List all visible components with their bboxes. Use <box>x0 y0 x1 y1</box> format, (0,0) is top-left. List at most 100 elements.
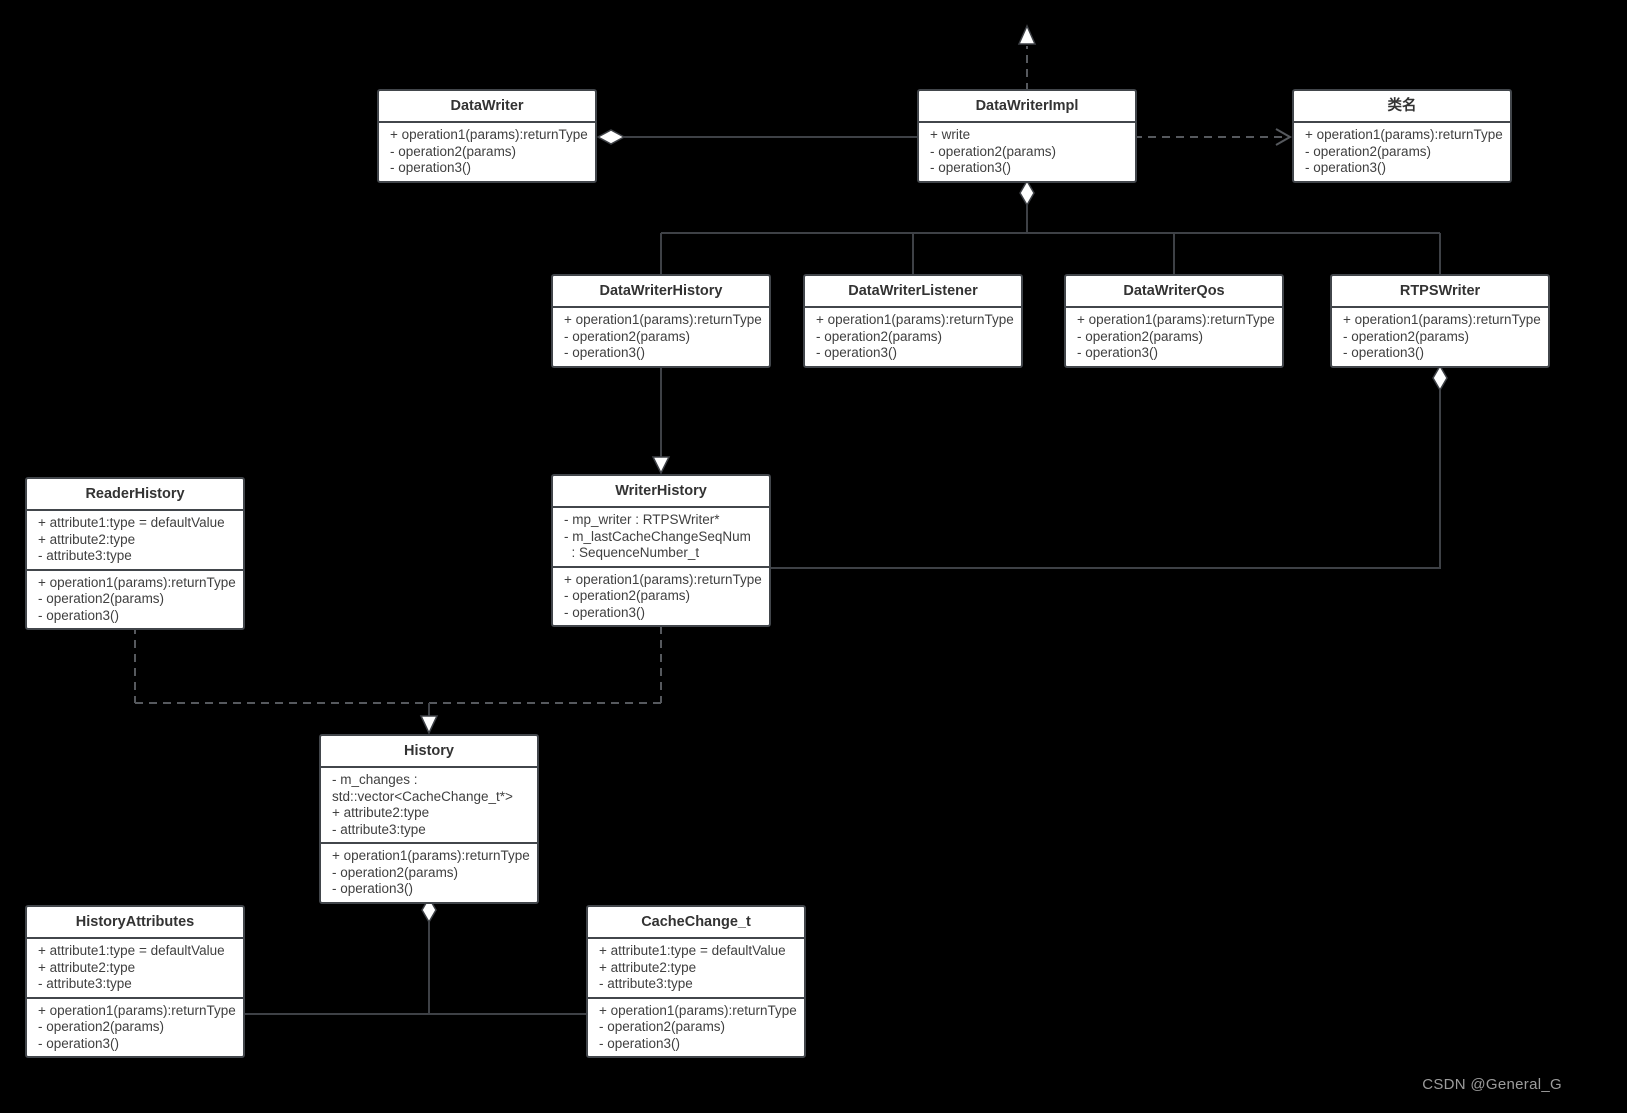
member-line: + operation1(params):returnType <box>1077 312 1275 327</box>
member-line: - operation2(params) <box>564 588 691 603</box>
diamond-icon <box>596 129 626 145</box>
diamond-icon <box>1432 364 1448 392</box>
member-line: - operation2(params) <box>816 328 943 344</box>
realization-junction-history <box>134 612 662 735</box>
member-line: + attribute2:type <box>332 805 430 820</box>
class-title: DataWriterImpl <box>919 91 1135 123</box>
class-operations: + operation1(params):returnType- operati… <box>1332 308 1548 366</box>
member-line: - mp_writer : RTPSWriter* <box>564 512 720 527</box>
member-line: + operation1(params):returnType <box>816 312 1014 327</box>
member-line: + attribute1:type = defaultValue <box>38 943 225 958</box>
class-attributes: - m_changes :std::vector<CacheChange_t*>… <box>321 768 537 842</box>
member-line: - operation2(params) <box>599 1019 726 1034</box>
member-line: + attribute2:type <box>38 531 136 547</box>
member-line: - operation2(params) <box>38 1019 165 1034</box>
aggregation-datawriter-datawriterimpl <box>596 129 920 145</box>
aggregation-history-children <box>240 896 592 1015</box>
class-operations: + operation1(params):returnType- operati… <box>1294 123 1510 181</box>
member-line: - attribute3:type <box>332 821 426 837</box>
member-line: + operation1(params):returnType <box>1343 312 1541 327</box>
member-line: + operation1(params):returnType <box>1305 127 1503 142</box>
csdn-watermark: CSDN @General_G <box>1422 1076 1562 1093</box>
member-line: + operation1(params):returnType <box>564 312 762 327</box>
composition-datawriterimpl-children <box>660 179 1441 278</box>
class-attributes: + attribute1:type = defaultValue+ attrib… <box>27 939 243 997</box>
member-line: - m_lastCacheChangeSeqNum <box>564 528 751 544</box>
member-line: + operation1(params):returnType <box>390 127 588 142</box>
member-line: - attribute3:type <box>38 548 132 563</box>
class-title: DataWriter <box>379 91 595 123</box>
class-operations: + operation1(params):returnType- operati… <box>805 308 1021 366</box>
member-line: - m_changes : <box>332 772 418 787</box>
class-operations: + operation1(params):returnType- operati… <box>553 308 769 366</box>
class-title: 类名 <box>1294 91 1510 123</box>
member-line: + operation1(params):returnType <box>38 1002 236 1018</box>
dependency-datawriterimpl-classname <box>1134 128 1293 146</box>
member-line: - operation3() <box>1077 345 1159 360</box>
member-line: - operation3() <box>816 345 898 360</box>
class-title: DataWriterListener <box>805 276 1021 308</box>
member-line: - operation2(params) <box>38 591 165 606</box>
member-line: - operation3() <box>1305 160 1387 175</box>
class-title: HistoryAttributes <box>27 907 243 939</box>
member-line: + attribute2:type <box>38 959 136 975</box>
class-attributes: + attribute1:type = defaultValue+ attrib… <box>27 511 243 569</box>
class-historyattributes: HistoryAttributes + attribute1:type = de… <box>25 905 245 1058</box>
triangle-down-icon <box>419 715 439 735</box>
member-line: - operation3() <box>38 607 120 623</box>
class-datawriterqos: DataWriterQos + operation1(params):retur… <box>1064 274 1284 368</box>
class-operations: + write- operation2(params)- operation3(… <box>919 123 1135 181</box>
member-line: - operation3() <box>38 1035 120 1051</box>
member-line: - operation3() <box>930 160 1012 175</box>
member-line: - operation2(params) <box>930 143 1057 159</box>
member-line: - operation2(params) <box>1305 143 1432 159</box>
member-line: + write <box>930 127 971 142</box>
member-line: - operation2(params) <box>1077 328 1204 344</box>
class-operations: + operation1(params):returnType- operati… <box>27 996 243 1057</box>
class-attributes: + attribute1:type = defaultValue+ attrib… <box>588 939 804 997</box>
member-line: - operation2(params) <box>1343 328 1470 344</box>
member-line: - operation3() <box>332 881 414 896</box>
member-line: - operation2(params) <box>564 328 691 344</box>
class-operations: + operation1(params):returnType- operati… <box>379 123 595 181</box>
member-line: + operation1(params):returnType <box>564 571 762 587</box>
class-operations: + operation1(params):returnType- operati… <box>588 996 804 1057</box>
member-line: + attribute2:type <box>599 959 697 975</box>
member-line: + operation1(params):returnType <box>599 1002 797 1018</box>
class-title: ReaderHistory <box>27 479 243 511</box>
class-datawriterimpl: DataWriterImpl + write- operation2(param… <box>917 89 1137 183</box>
member-line: - operation3() <box>564 604 646 620</box>
class-datawriterhistory: DataWriterHistory + operation1(params):r… <box>551 274 771 368</box>
member-line: - attribute3:type <box>38 976 132 991</box>
class-operations: + operation1(params):returnType- operati… <box>321 842 537 902</box>
member-line: std::vector<CacheChange_t*> <box>332 788 513 804</box>
class-title: DataWriterHistory <box>553 276 769 308</box>
class-rtpswriter: RTPSWriter + operation1(params):returnTy… <box>1330 274 1550 368</box>
class-operations: + operation1(params):returnType- operati… <box>1066 308 1282 366</box>
member-line: - operation3() <box>599 1035 681 1051</box>
member-line: - operation2(params) <box>332 864 459 880</box>
member-line: + attribute1:type = defaultValue <box>38 515 225 530</box>
realization-arrow-up <box>1017 24 1037 91</box>
class-title: RTPSWriter <box>1332 276 1548 308</box>
class-readerhistory: ReaderHistory + attribute1:type = defaul… <box>25 477 245 630</box>
class-datawriterlistener: DataWriterListener + operation1(params):… <box>803 274 1023 368</box>
member-line: - operation3() <box>1343 345 1425 360</box>
member-line: : SequenceNumber_t <box>564 545 700 560</box>
class-operations: + operation1(params):returnType- operati… <box>553 565 769 626</box>
class-title: CacheChange_t <box>588 907 804 939</box>
member-line: - operation2(params) <box>390 143 517 159</box>
member-line: + operation1(params):returnType <box>332 848 530 863</box>
class-title: DataWriterQos <box>1066 276 1282 308</box>
triangle-down-icon <box>651 456 671 475</box>
generalization-datawriterhistory-writerhistory <box>651 362 671 475</box>
class-cachechange-t: CacheChange_t + attribute1:type = defaul… <box>586 905 806 1058</box>
member-line: + attribute1:type = defaultValue <box>599 943 786 958</box>
class-title: History <box>321 736 537 768</box>
class-title: WriterHistory <box>553 476 769 508</box>
diamond-icon <box>1019 179 1035 207</box>
open-arrow-icon <box>1275 128 1293 146</box>
hollow-triangle-up-icon <box>1017 24 1037 45</box>
class-attributes: - mp_writer : RTPSWriter*- m_lastCacheCh… <box>553 508 769 566</box>
